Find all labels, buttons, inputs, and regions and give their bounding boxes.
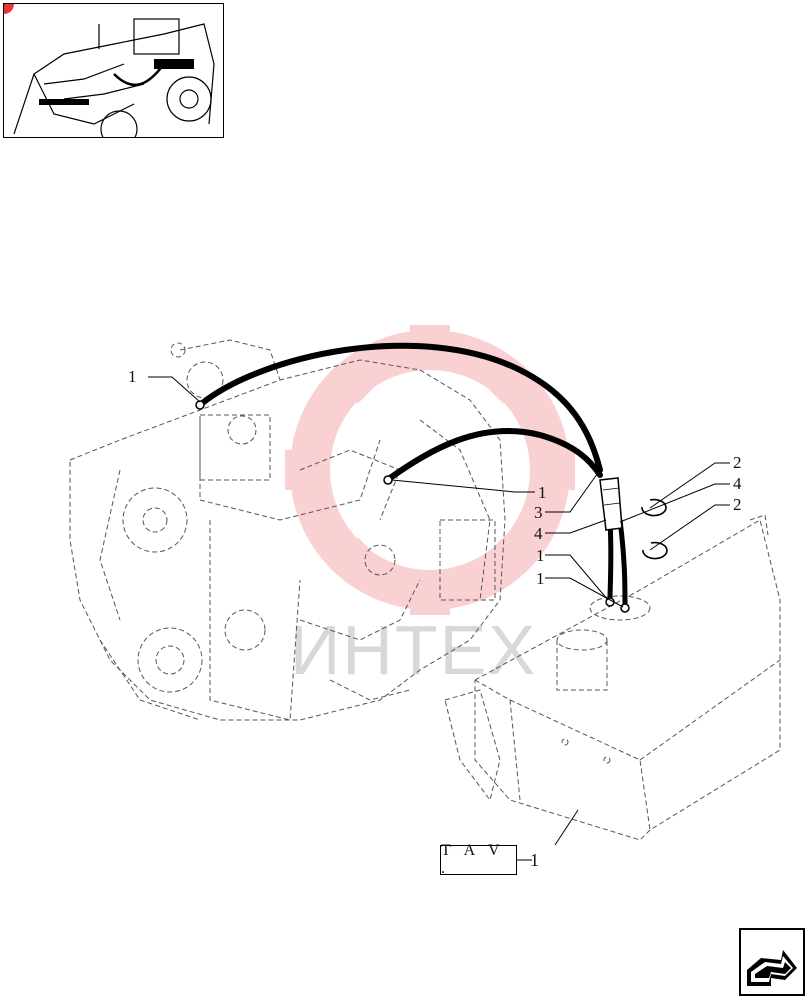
callout-3: 3 bbox=[534, 503, 543, 522]
reference-number: 1 bbox=[530, 850, 539, 870]
next-page-arrow-icon bbox=[747, 950, 797, 986]
callout-2: 2 bbox=[733, 495, 742, 514]
machine-thumbnail bbox=[3, 3, 224, 138]
hose-branch-a bbox=[607, 517, 614, 603]
hose-branch-b bbox=[617, 517, 628, 608]
callout-1: 1 bbox=[536, 569, 545, 588]
callout-4: 4 bbox=[733, 474, 742, 493]
next-page-button[interactable] bbox=[739, 928, 805, 996]
leader-lines bbox=[148, 376, 730, 861]
callout-4: 4 bbox=[534, 524, 543, 543]
reference-box: T A V . bbox=[440, 842, 517, 877]
callout-1: 1 bbox=[128, 367, 137, 386]
hose-assembly bbox=[197, 342, 628, 608]
callout-1: 1 bbox=[538, 483, 547, 502]
fittings bbox=[195, 400, 630, 613]
hose-3 bbox=[197, 342, 603, 473]
callout-2: 2 bbox=[733, 453, 742, 472]
protective-sleeve bbox=[599, 477, 623, 531]
engine-outline bbox=[69, 339, 506, 721]
tractor-loader-thumbnail-icon bbox=[4, 4, 215, 137]
callout-1: 1 bbox=[536, 546, 545, 565]
hydraulic-tank-outline bbox=[444, 514, 781, 841]
watermark-gear-icon bbox=[285, 325, 575, 615]
hose-4 bbox=[387, 428, 603, 481]
